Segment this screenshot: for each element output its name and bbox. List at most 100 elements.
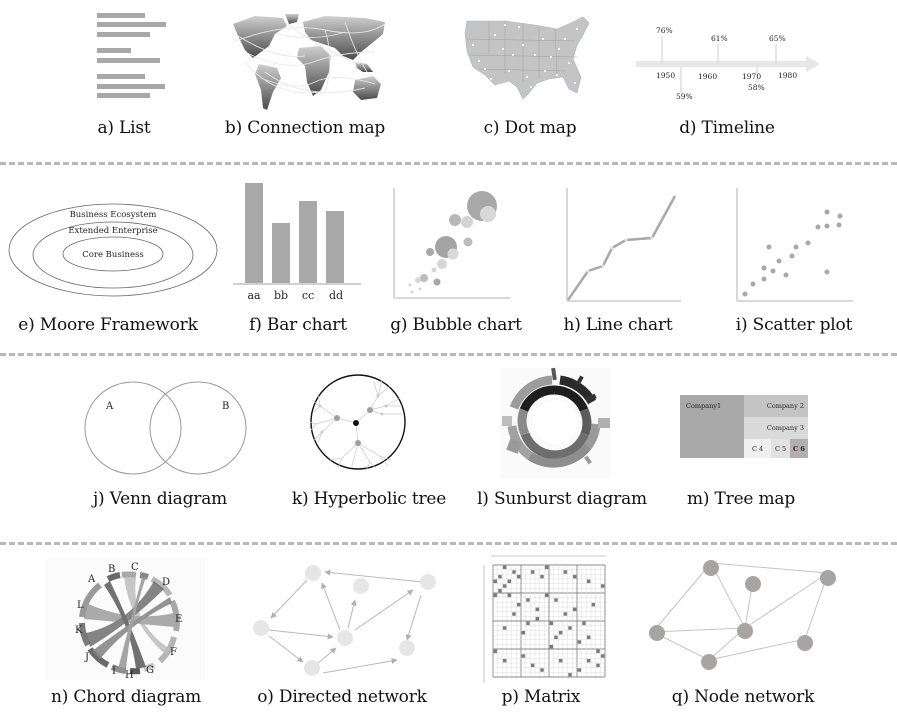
line-point <box>586 269 590 273</box>
sunburst-segment <box>520 432 590 460</box>
treemap-label: C 6 <box>793 445 805 453</box>
hyperbolic-tree-graphic <box>309 374 406 471</box>
timeline-axis <box>636 61 808 67</box>
chord-arc <box>150 576 173 597</box>
scatter-point <box>837 213 843 219</box>
caption-node-network: q) Node network <box>671 687 815 707</box>
matrix-cell <box>558 630 563 635</box>
bar-label: bb <box>274 289 288 302</box>
matrix-cell <box>521 654 526 658</box>
chord-arc <box>79 582 102 618</box>
line-series <box>566 195 677 301</box>
chord-arc <box>121 571 137 578</box>
matrix-cell <box>507 579 512 584</box>
line-point <box>601 264 605 268</box>
matrix-cell <box>502 626 507 630</box>
scatter-point <box>742 291 748 297</box>
chord-arc <box>169 599 180 632</box>
matrix-cell <box>563 570 568 574</box>
matrix-cell <box>554 598 558 602</box>
network-node <box>701 654 717 670</box>
core-ring <box>62 236 164 272</box>
matrix-cell <box>493 593 498 598</box>
venn-set-a <box>84 381 182 475</box>
venn-diagram-graphic: A B <box>84 381 247 475</box>
tree-node <box>334 415 340 421</box>
venn-label-a: A <box>105 401 114 412</box>
matrix-cell <box>600 584 605 588</box>
bar-label: aa <box>247 289 261 302</box>
caption-dot-map: c) Dot map <box>483 118 577 138</box>
dot-map-graphic <box>464 16 590 100</box>
treemap-cell-company-3 <box>744 417 808 439</box>
matrix-cell <box>493 579 498 584</box>
network-node <box>337 630 353 646</box>
line-chart-graphic <box>566 188 681 302</box>
matrix-cell <box>516 602 521 607</box>
caption-connection-map: b) Connection map <box>224 118 386 138</box>
timeline-year: 1960 <box>698 72 717 81</box>
chord-arc <box>106 572 121 582</box>
caption-bubble-chart: g) Bubble chart <box>390 315 522 335</box>
network-node <box>703 560 719 576</box>
moore-inner-label: Core Business <box>82 250 143 260</box>
timeline-year: 1980 <box>778 71 797 80</box>
network-node <box>305 565 321 581</box>
chord-ribbon <box>86 581 164 647</box>
matrix-cell <box>530 663 535 668</box>
matrix-cell <box>596 649 600 654</box>
bar <box>245 183 263 283</box>
timeline-value: 58% <box>748 83 765 92</box>
timeline-value: 61% <box>711 34 728 43</box>
tree-node <box>367 407 373 413</box>
matrix-cell <box>600 654 605 658</box>
matrix-cell <box>540 668 544 672</box>
network-node <box>253 620 269 636</box>
matrix-cell <box>568 672 572 677</box>
matrix-cell <box>498 588 502 593</box>
chord-label: B <box>108 564 115 575</box>
sunburst-segment <box>519 385 556 412</box>
matrix-cell <box>586 635 591 640</box>
matrix-cell <box>512 612 516 616</box>
treemap-label: C 4 <box>752 445 763 453</box>
tree-root-node <box>353 420 359 426</box>
bubble <box>410 290 414 294</box>
bubble <box>461 216 473 228</box>
sunburst-segment <box>584 423 601 449</box>
treemap-cell-c6 <box>790 439 808 458</box>
bubble <box>437 259 447 269</box>
moore-outer-label: Business Ecosystem <box>70 210 157 220</box>
caption-list: a) List <box>97 118 151 138</box>
network-node <box>737 623 753 639</box>
matrix-cell <box>535 607 540 612</box>
matrix-cell <box>572 574 577 579</box>
matrix-cell <box>577 668 582 672</box>
caption-timeline: d) Timeline <box>679 118 775 138</box>
matrix-cell <box>516 574 521 579</box>
matrix-cell <box>535 616 540 621</box>
network-node <box>820 570 836 586</box>
chord-diagram-graphic: A B C D E F G H I J K L <box>45 558 205 681</box>
timeline-value: 76% <box>656 26 673 35</box>
chord-arc <box>143 662 156 672</box>
caption-bar-chart: f) Bar chart <box>249 315 347 335</box>
timeline-year: 1970 <box>742 72 761 81</box>
sunburst-segment <box>517 408 530 436</box>
chord-label: F <box>170 647 177 658</box>
chord-arc <box>139 572 149 580</box>
bar <box>326 211 344 283</box>
network-node <box>399 640 415 656</box>
matrix-cell <box>558 658 563 663</box>
scatter-point <box>789 253 795 259</box>
matrix-cell <box>544 565 549 570</box>
scatter-point <box>805 240 811 246</box>
caption-sunburst-diagram: l) Sunburst diagram <box>477 489 647 509</box>
moore-middle-label: Extended Enterprise <box>68 226 157 236</box>
venn-set-b <box>149 381 247 475</box>
chord-label: H <box>125 670 134 681</box>
matrix-cell <box>530 570 535 574</box>
caption-tree-map: m) Tree map <box>686 489 796 509</box>
caption-matrix: p) Matrix <box>501 687 581 707</box>
treemap-cell-company-2 <box>744 395 808 417</box>
